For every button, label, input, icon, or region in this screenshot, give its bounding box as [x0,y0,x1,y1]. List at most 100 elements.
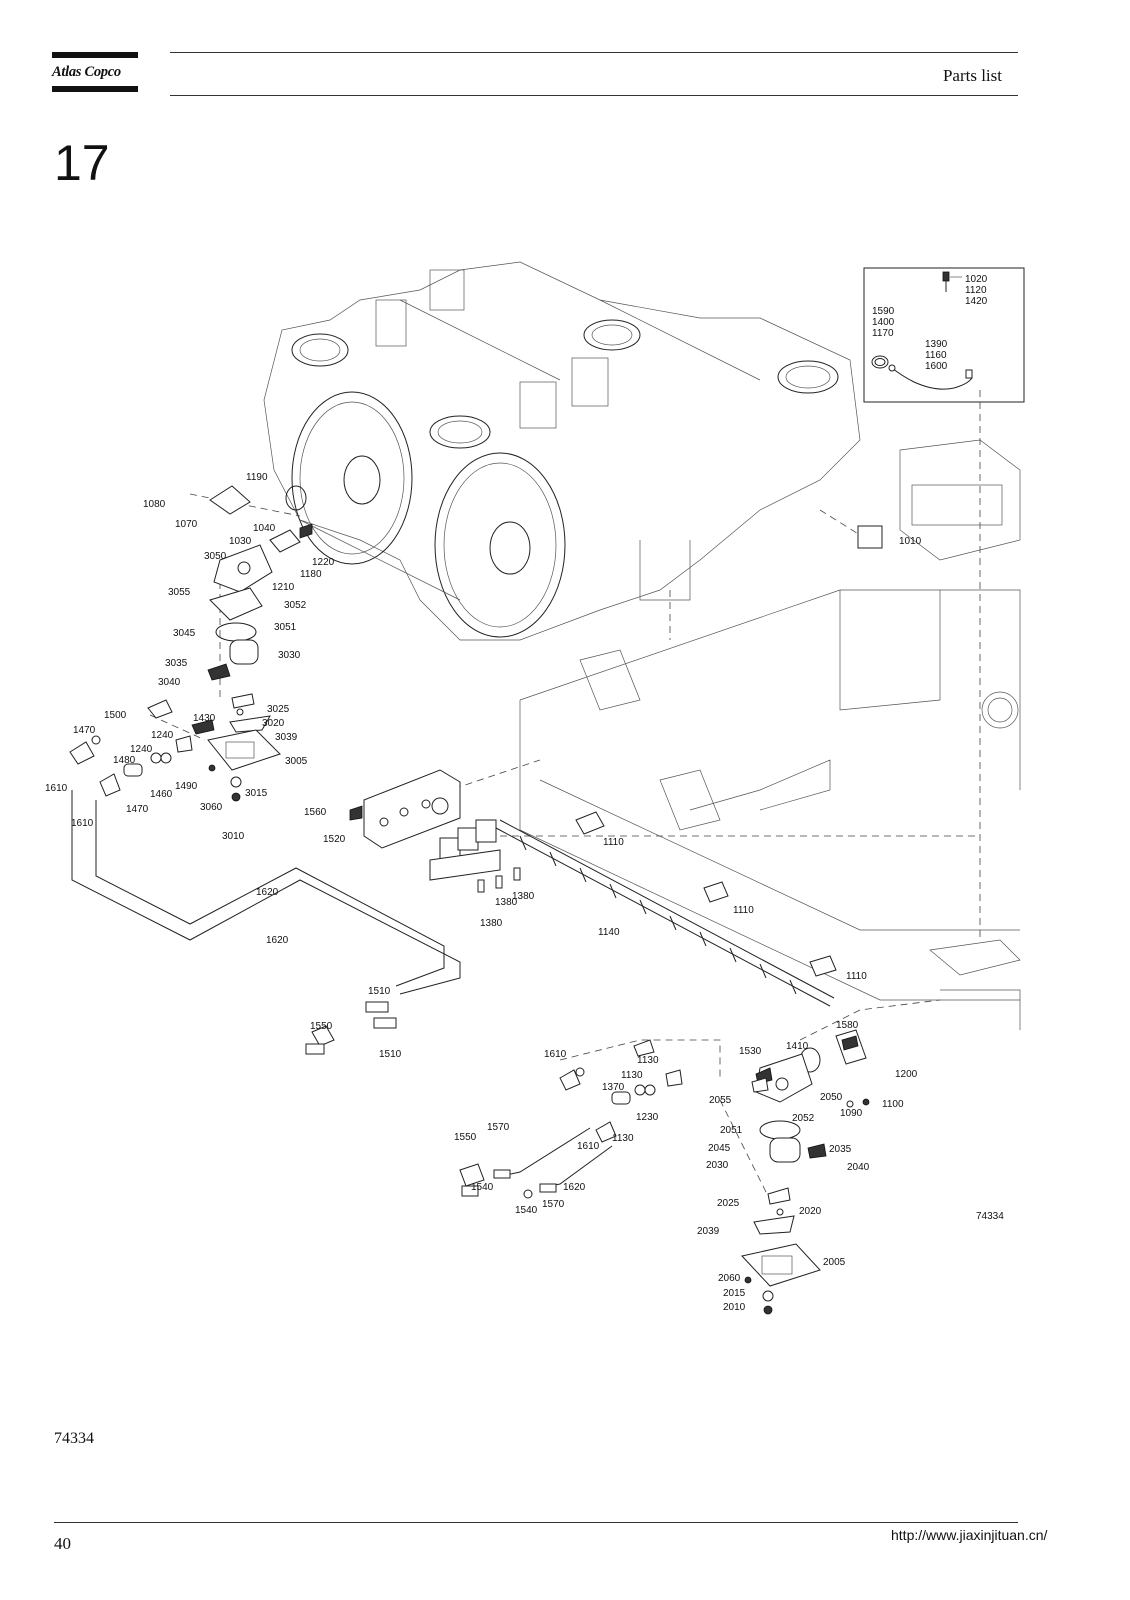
callout-label: 1570 [542,1199,565,1210]
callout-label: 1010 [899,536,922,547]
callout-label: 1430 [193,713,216,724]
callout-label: 1550 [454,1132,477,1143]
callout-label: 1480 [113,755,136,766]
callout-label: 1540 [515,1205,538,1216]
callout-label: 1470 [73,725,96,736]
callout-label: 2039 [697,1226,720,1237]
callout-label: 1120 [965,285,987,296]
callout-label: 3020 [262,718,285,729]
left-fittings [69,699,461,1055]
callout-label: 1220 [312,557,335,568]
callout-label: 1610 [577,1141,600,1152]
callout-label: 1520 [323,834,346,845]
callout-label: 1240 [151,730,174,741]
callout-label: 1110 [603,837,624,848]
callout-label: 1470 [126,804,149,815]
footer-url: http://www.jiaxinjituan.cn/ [891,1527,1048,1543]
callout-label: 2010 [723,1302,746,1313]
callout-label: 1550 [310,1021,333,1032]
callout-label: 1560 [304,807,327,818]
callout-label: 1390 [925,339,948,350]
logo-bar-bottom [52,86,138,92]
callout-label: 3051 [274,622,297,633]
solenoid-bracket [349,769,521,893]
callout-label: 1070 [175,519,198,530]
leader-lines [149,390,981,1201]
callout-label: 1030 [229,536,252,547]
callout-label: 1160 [925,350,947,361]
right-unloader-assembly [741,1029,870,1315]
callout-label: 1580 [836,1020,859,1031]
callout-label: 1090 [840,1108,863,1119]
callout-label: 1020 [965,274,988,285]
callout-label: 3035 [165,658,188,669]
callout-label: 1240 [130,744,153,755]
heating-rail [495,811,837,1007]
callout-label: 1600 [925,361,948,372]
callout-label: 1610 [45,783,68,794]
left-unloader-assembly [207,485,313,802]
callout-label: 1380 [512,891,535,902]
callout-label: 1210 [272,582,295,593]
callout-label: 3040 [158,677,181,688]
callout-label: 1140 [598,927,620,938]
callout-label: 2055 [709,1095,732,1106]
callout-label: 1110 [846,971,867,982]
right-fittings [459,1039,769,1199]
figure-reference: 74334 [54,1430,94,1447]
callout-label: 1200 [895,1069,918,1080]
callout-label: 1190 [246,472,268,483]
logo-bar-top [52,52,138,58]
callout-label: 1590 [872,306,895,317]
callout-label: 1170 [872,328,894,339]
logo-text: Atlas Copco [52,64,121,80]
callout-label: 1230 [636,1112,659,1123]
callout-label: 3055 [168,587,191,598]
callout-label: 1530 [739,1046,762,1057]
callout-label: 1610 [71,818,94,829]
callout-label: 3039 [275,732,298,743]
callout-label: 3005 [285,756,308,767]
callout-label: 3025 [267,704,290,715]
callout-label: 1540 [471,1182,494,1193]
callout-label: 2035 [829,1144,852,1155]
callout-label: 3050 [204,551,227,562]
callout-label: 2060 [718,1273,741,1284]
callout-label: 3010 [222,831,245,842]
callout-label: 1510 [368,986,391,997]
callout-label: 2045 [708,1143,731,1154]
callout-label: 1610 [544,1049,567,1060]
callout-label: 3030 [278,650,301,661]
callout-label: 2025 [717,1198,740,1209]
header-rule-top [170,52,1018,53]
inset-detail-box [863,267,1025,403]
callout-label: 2030 [706,1160,729,1171]
callout-label: 3045 [173,628,196,639]
callout-label: 1130 [612,1133,634,1144]
callout-label: 1130 [621,1070,643,1081]
callout-label: 2051 [720,1125,743,1136]
callout-label: 1490 [175,781,198,792]
callout-label: 1420 [965,296,988,307]
callout-label: 1620 [256,887,279,898]
compressor-block [263,261,861,641]
callout-label: 1380 [495,897,518,908]
callout-label: 1370 [602,1082,625,1093]
callout-label: 3015 [245,788,268,799]
callout-label: 1040 [253,523,276,534]
callout-label: 1400 [872,317,895,328]
page-number: 40 [54,1534,71,1553]
callout-label: 1620 [266,935,289,946]
header-rule-bottom [170,95,1018,96]
drawing-reference: 74334 [976,1211,1004,1222]
callout-label: 2040 [847,1162,870,1173]
callout-label: 2005 [823,1257,846,1268]
callout-label: 1130 [637,1055,659,1066]
callout-label: 1500 [104,710,127,721]
callout-label: 1460 [150,789,173,800]
callout-label: 1380 [480,918,503,929]
callout-label: 1180 [300,569,322,580]
callout-label: 1510 [379,1049,402,1060]
callout-label: 2020 [799,1206,822,1217]
